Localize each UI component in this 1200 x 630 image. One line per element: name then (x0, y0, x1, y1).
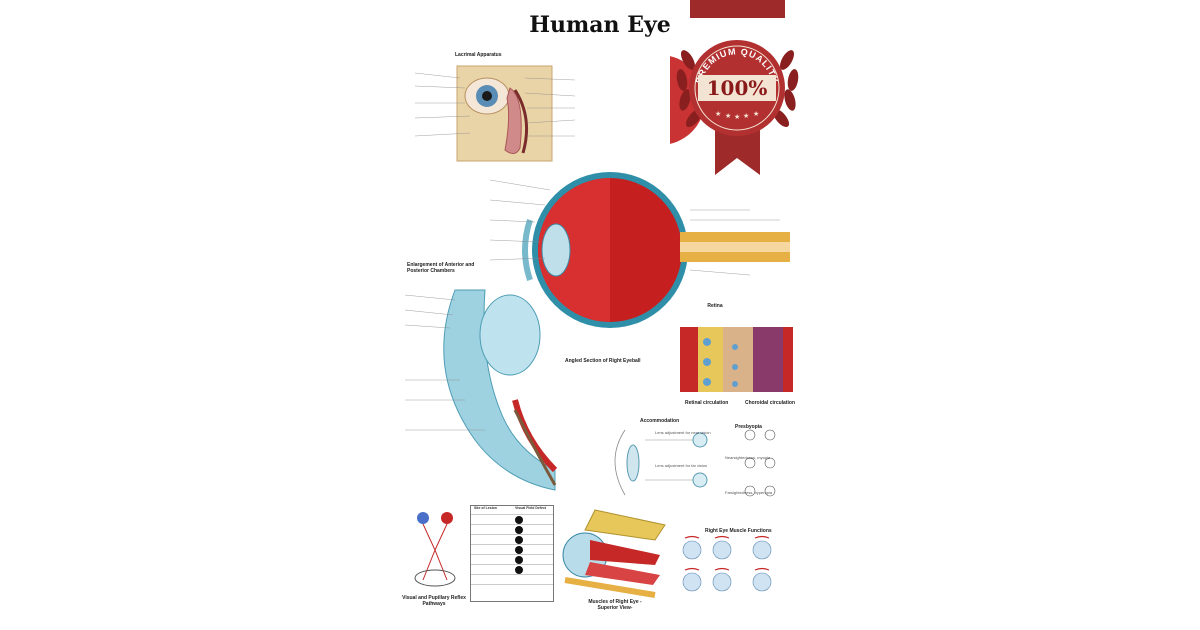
svg-text:★: ★ (725, 112, 731, 120)
choroidal-circulation-label: Choroidal circulation (745, 400, 796, 406)
retina-layers-illustration (680, 327, 793, 392)
lacrimal-heading: Lacrimal Apparatus (455, 52, 502, 58)
visual-field-icons (515, 516, 523, 574)
nearsightedness-label: Nearsightedness, myopia (725, 455, 771, 460)
retina-heading: Retina (707, 303, 723, 309)
far-vision-label: Lens adjustment for far vision (655, 463, 708, 468)
accommodation-heading: Accommodation (640, 418, 680, 424)
svg-text:★: ★ (734, 113, 740, 121)
enlargement-heading: Enlargement of Anterior and Posterior Ch… (407, 262, 475, 274)
visual-field-defect-table: Site of Lesion Visual Field Defect (470, 505, 554, 602)
visual-pathway-diagram (414, 512, 456, 587)
accommodation-illustration (614, 429, 776, 497)
lacrimal-illustration (415, 65, 576, 162)
svg-text:★: ★ (715, 110, 721, 118)
muscle-functions-heading: Right Eye Muscle Functions (705, 528, 772, 534)
muscle-function-diagrams (682, 535, 772, 592)
near-vision-label: Lens adjustment for near vision (655, 430, 711, 435)
angled-section-caption: Angled Section of Right Eyeball (565, 358, 641, 364)
presbyopia-label: Presbyopia (735, 424, 762, 430)
retinal-circulation-label: Retinal circulation (685, 400, 729, 406)
eyeball-cross-section (490, 172, 790, 328)
svg-text:★: ★ (743, 112, 749, 120)
muscles-superior-view (562, 509, 666, 598)
table-col-site: Site of Lesion (474, 506, 497, 510)
badge-number: 100% (707, 76, 768, 100)
table-col-defect: Visual Field Defect (515, 506, 547, 510)
svg-text:★: ★ (753, 110, 759, 118)
pathways-caption: Visual and Pupillary Reflex Pathways (402, 595, 466, 607)
premium-quality-badge: PREMIUM QUALITY 100% ★ ★ ★ ★ ★ (670, 0, 799, 175)
poster-title: Human Eye (529, 12, 671, 38)
farsightedness-label: Farsightedness, hyperopia (725, 490, 773, 495)
muscles-caption: Muscles of Right Eye -Superior View- (588, 599, 642, 611)
anterior-chamber-illustration (405, 289, 558, 491)
